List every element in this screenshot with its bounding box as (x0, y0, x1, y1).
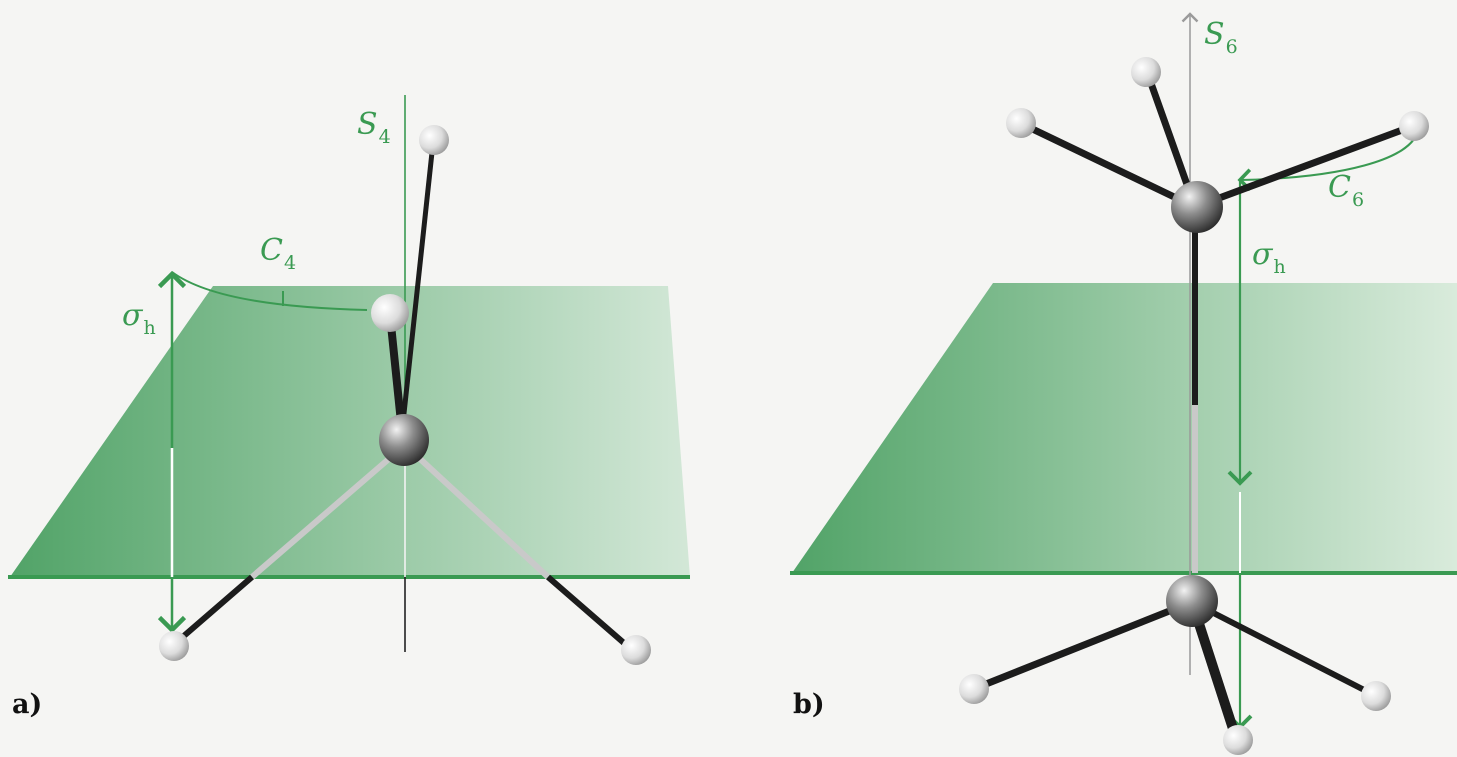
atom-b-up-right (1399, 111, 1429, 141)
atom-b-up-top (1131, 57, 1161, 87)
sigma-h-label-b: σh (1252, 237, 1286, 278)
c4-label: C4 (260, 233, 296, 274)
panel-b: S6 C6 σh b) (790, 12, 1457, 755)
atom-a-front (371, 294, 409, 332)
bond-b-up-left (1020, 120, 1197, 211)
c6-label: C6 (1328, 170, 1364, 211)
bond-a-lower-left-light (250, 442, 407, 580)
atom-b-up-left (1006, 108, 1036, 138)
c4-rotation-arrow (171, 271, 368, 311)
atom-b-center-top (1171, 181, 1223, 233)
bond-b-up-right (1193, 122, 1415, 211)
bond-a-up-right (399, 142, 436, 433)
atom-a-bottom-right (621, 635, 651, 665)
mirror-plane-b (792, 283, 1457, 573)
mirror-plane-a (10, 286, 690, 577)
atom-a-center (379, 414, 429, 466)
atom-a-top (419, 125, 449, 155)
atom-a-bottom-left (159, 631, 189, 661)
s6-label: S6 (1204, 17, 1238, 58)
bond-b-down-left (974, 598, 1194, 692)
atom-b-center-bottom (1166, 575, 1218, 627)
atom-b-down-front (1223, 725, 1253, 755)
bond-a-lower-right-light (402, 442, 551, 580)
bond-a-lower-left-dark (176, 574, 254, 644)
panel-a: S4 C4 σh a) (8, 95, 690, 720)
panel-a-label: a) (12, 689, 42, 720)
sigma-h-label-a: σh (122, 298, 156, 339)
s4-label: S4 (357, 107, 391, 148)
panel-b-label: b) (793, 689, 825, 720)
bond-a-up-left (386, 314, 406, 433)
atom-b-down-right (1361, 681, 1391, 711)
bond-a-lower-right-dark (546, 574, 634, 653)
bond-b-down-right (1190, 599, 1376, 698)
atom-b-down-left (959, 674, 989, 704)
